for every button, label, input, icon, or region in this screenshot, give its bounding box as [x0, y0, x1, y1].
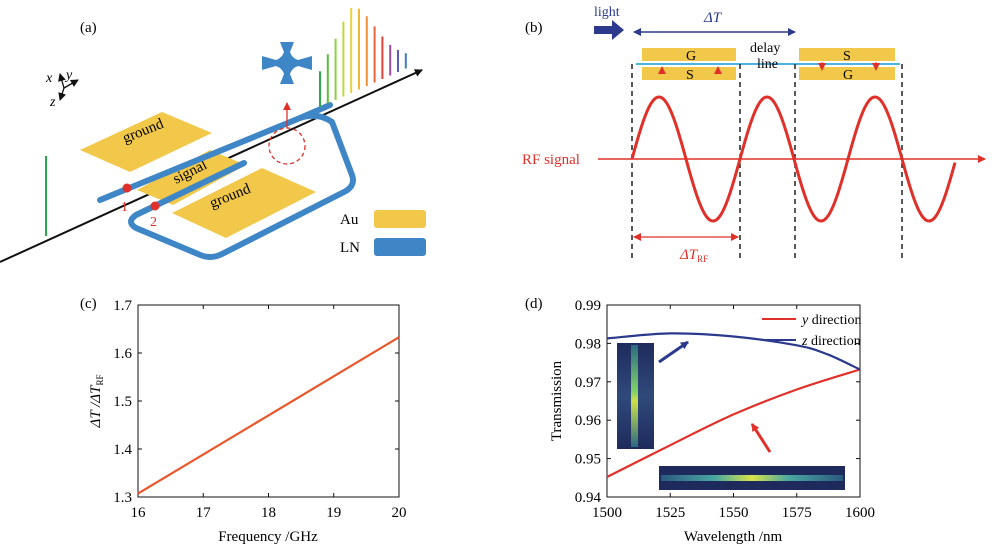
chart-c-ytick-label: 1.4: [113, 442, 132, 458]
chart-d-xtick-label: 1550: [719, 505, 749, 521]
chart-d-ticks: 1500 1525 1550 1575 1600 0.94 0.95 0.96 0.97 0.98…: [575, 298, 875, 521]
chart-c-xtick-label: 16: [131, 505, 147, 521]
timing-dashes: [631, 64, 903, 258]
ground-electrode-top: [80, 112, 212, 172]
crossing-waveguide-icon: [262, 42, 312, 84]
chart-d-series-line-0: [606, 368, 861, 478]
chart-d-xlabel: Wavelength /nm: [684, 529, 783, 545]
electrode-right-bottom-label: G: [843, 68, 853, 83]
legend-ln-swatch: [374, 238, 426, 256]
point-2-marker: [150, 201, 160, 211]
chart-c-xtick-label: 17: [196, 505, 212, 521]
electrode-right-top: [799, 48, 895, 61]
chart-d-xtick-label: 1500: [592, 505, 622, 521]
panel-b-label: (b): [525, 20, 543, 36]
delay-line-label-2: line: [757, 57, 778, 72]
light-arrow-icon: [594, 20, 624, 40]
chart-d-ytick-label: 0.99: [575, 298, 601, 314]
rf-signal-label: RF signal: [522, 152, 580, 168]
delta-t-label: ΔT: [703, 10, 723, 26]
ground-electrode-bottom: [172, 168, 316, 238]
chart-c-xtick-label: 19: [326, 505, 341, 521]
panel-c-label: (c): [80, 296, 97, 312]
chart-c-ytick-label: 1.6: [113, 346, 132, 362]
rf-sine-wave: [630, 95, 957, 223]
chart-c-ylabel: ΔT /ΔTRF: [88, 375, 105, 429]
panel-a: (a) x y z ground signal ground 1: [0, 8, 426, 263]
chart-c-ytick-label: 1.3: [113, 490, 132, 506]
light-label: light: [594, 5, 620, 20]
mode-y-arrow: [750, 423, 772, 453]
ln-waveguide: [97, 102, 356, 260]
electrode-right-top-label: S: [843, 49, 851, 64]
chart-d-ytick-label: 0.97: [575, 375, 602, 391]
chart-c-xtick-label: 18: [261, 505, 276, 521]
chart-c-frame: [137, 304, 400, 498]
chart-d-ytick-label: 0.94: [575, 490, 602, 506]
mode-inset-horizontal-core: [661, 475, 843, 481]
chart-d-xtick-label: 1525: [655, 505, 685, 521]
chart-c-series: [137, 336, 400, 495]
electrode-left-top: [642, 48, 736, 61]
chart-c-xtick-label: 20: [392, 505, 407, 521]
chart-d-xtick-label: 1600: [845, 505, 875, 521]
crossing-highlight-circle: [268, 127, 306, 165]
panel-d-label: (d): [525, 296, 543, 312]
electrode-left-top-label: G: [686, 49, 696, 64]
legend-au-label: Au: [340, 212, 359, 228]
chart-c-series-line-0: [137, 336, 400, 495]
electrode-left-bottom-label: S: [686, 68, 694, 83]
chart-c-ticks: 16 17 18 19 20 1.3 1.4 1.5 1.6 1.7: [113, 298, 406, 521]
axis-z-label: z: [49, 95, 56, 110]
axis-y-label: y: [64, 68, 73, 83]
output-spectrum: [319, 8, 407, 107]
signal-electrode: [137, 150, 246, 205]
panel-c: (c) 16 17 18 19 20 1.3 1.4 1.5 1.6 1.7 Frequency …: [80, 296, 407, 545]
chart-d-ylabel: Transmission: [549, 360, 565, 441]
axis-x-label: x: [45, 71, 53, 86]
legend-au-swatch: [374, 210, 426, 228]
point-1-marker: [122, 183, 132, 193]
mode-inset-vertical-core: [631, 345, 638, 447]
point-2-label: 2: [150, 215, 157, 230]
point-1-label: 1: [121, 200, 128, 215]
axis-triad: [58, 73, 79, 101]
chart-d-ytick-label: 0.96: [575, 413, 602, 429]
delay-line-label-1: delay: [750, 41, 780, 56]
legend-ln-label: LN: [340, 240, 360, 256]
chart-d-ytick-label: 0.98: [575, 336, 601, 352]
panel-a-label: (a): [80, 20, 97, 36]
chart-c-ytick-label: 1.5: [113, 394, 132, 410]
chart-c-xlabel: Frequency /GHz: [218, 529, 318, 545]
chart-d-xtick-label: 1575: [782, 505, 812, 521]
panel-d: (d) 1500 1525 1550 1575 1600 0.94 0.95 0.96 0.97…: [525, 296, 875, 545]
legend-y-label: y direction: [800, 313, 861, 328]
chart-c-ytick-label: 1.7: [113, 298, 132, 314]
legend-z-label: z direction: [801, 334, 861, 349]
delta-t-rf-label: ΔTRF: [679, 247, 708, 264]
chart-d-ytick-label: 0.95: [575, 452, 601, 468]
field-arrows: [658, 62, 880, 74]
panel-b: (b) light ΔT G S S G delay line: [522, 5, 986, 264]
mode-z-arrow: [658, 340, 689, 364]
